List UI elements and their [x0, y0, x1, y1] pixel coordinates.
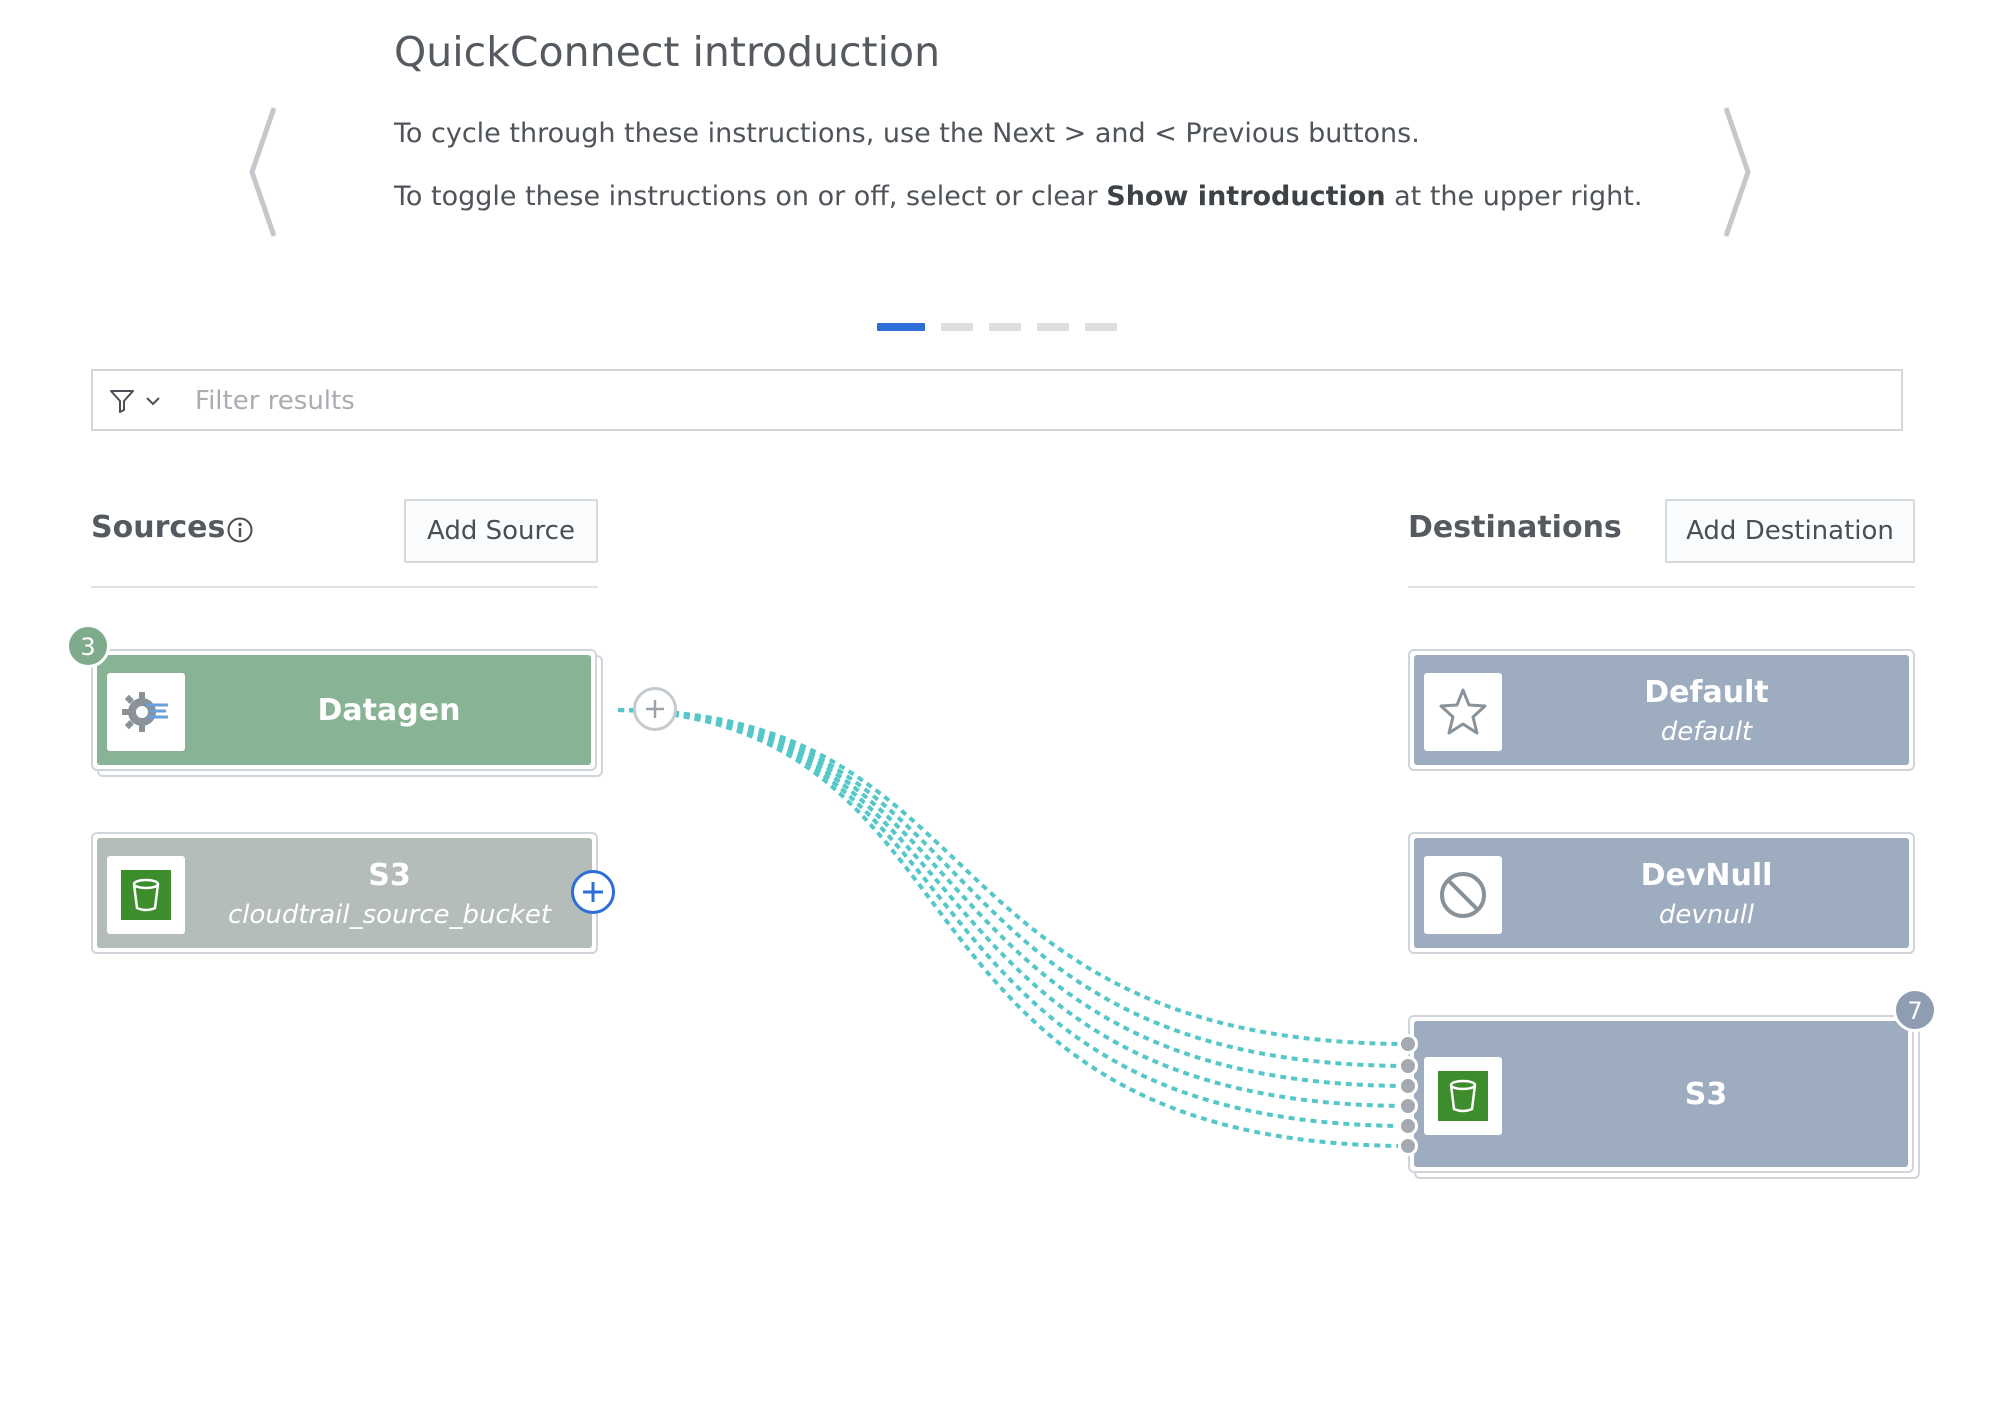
connection-line-6 [617, 708, 1411, 1148]
destination-card-devnull[interactable]: DevNull devnull [1408, 832, 1915, 954]
destination-card-default[interactable]: Default default [1408, 649, 1915, 771]
card-fill: DevNull devnull [1414, 838, 1909, 948]
default-subtitle: default [1660, 717, 1753, 747]
intro-text-2: To toggle these instructions on or off, … [394, 181, 1642, 212]
funnel-icon [110, 390, 134, 413]
intro-text-1: To cycle through these instructions, use… [394, 118, 1420, 149]
plus-icon [583, 882, 603, 902]
star-icon [1439, 688, 1487, 735]
show-introduction-text: Show introduction [1106, 181, 1386, 212]
filter-input[interactable] [193, 379, 1887, 423]
intro-step-1[interactable] [877, 323, 925, 331]
connection-endpoint[interactable] [1398, 1056, 1418, 1076]
s3-destination-connection-count-badge: 7 [1893, 988, 1937, 1032]
s3-source-tile [107, 856, 185, 934]
source-card-datagen[interactable]: Datagen [91, 649, 677, 777]
add-destination-button[interactable]: Add Destination [1665, 499, 1915, 563]
connection-line-4 [617, 708, 1411, 1108]
intro-step-3[interactable] [989, 323, 1021, 331]
s3-source-title: S3 [368, 858, 411, 893]
s3-source-add-connection-button[interactable] [571, 870, 615, 914]
default-title: Default [1644, 675, 1769, 710]
connection-endpoint[interactable] [1398, 1034, 1418, 1054]
datagen-add-connection-button[interactable] [633, 687, 677, 731]
connection-endpoint[interactable] [1398, 1116, 1418, 1136]
next-chevron-icon[interactable] [1720, 104, 1754, 240]
card-fill: S3 [1414, 1021, 1908, 1167]
source-card-s3[interactable]: S3 cloudtrail_source_bucket [91, 832, 598, 954]
intro-pagination [877, 323, 1117, 331]
s3-bucket-icon [121, 870, 171, 920]
connection-line-2 [617, 708, 1411, 1068]
intro-text-2-end: at the upper right. [1385, 181, 1643, 212]
card-fill: Default default [1414, 655, 1909, 765]
destination-card-s3-body[interactable]: S3 [1408, 1015, 1914, 1173]
connection-line-3 [617, 708, 1411, 1088]
chevron-down-icon [146, 397, 160, 406]
destination-card-s3[interactable]: S3 [1408, 1015, 1920, 1179]
filter-bar [91, 369, 1903, 431]
s3-bucket-icon [1438, 1071, 1488, 1121]
s3-source-subtitle: cloudtrail_source_bucket [227, 900, 552, 930]
destinations-heading: Destinations [1408, 510, 1622, 545]
card-fill: Datagen [97, 655, 591, 765]
s3-destination-tile [1424, 1057, 1502, 1135]
connection-line-5 [617, 708, 1411, 1128]
sources-divider [91, 586, 598, 588]
sources-heading: Sources [91, 510, 226, 545]
connection-endpoint[interactable] [1398, 1096, 1418, 1116]
previous-chevron-icon[interactable] [246, 104, 280, 240]
info-icon[interactable] [226, 516, 254, 544]
datagen-gear-icon [122, 692, 168, 732]
card-fill: S3 cloudtrail_source_bucket [97, 838, 592, 948]
devnull-subtitle: devnull [1658, 900, 1755, 930]
source-card-datagen-body[interactable]: Datagen [91, 649, 597, 771]
s3-destination-title: S3 [1684, 1077, 1728, 1112]
filter-menu-button[interactable] [109, 385, 179, 417]
connection-line-1 [617, 708, 1411, 1046]
add-source-button[interactable]: Add Source [404, 499, 598, 563]
destinations-divider [1408, 586, 1915, 588]
datagen-tile [107, 673, 185, 751]
intro-step-2[interactable] [941, 323, 973, 331]
intro-text-2-start: To toggle these instructions on or off, … [394, 181, 1107, 212]
intro-title: QuickConnect introduction [394, 28, 941, 76]
datagen-connection-count-badge: 3 [66, 624, 110, 668]
devnull-tile [1424, 856, 1502, 934]
plus-icon [646, 700, 664, 718]
connection-endpoint[interactable] [1398, 1076, 1418, 1096]
intro-step-4[interactable] [1037, 323, 1069, 331]
no-entry-icon [1440, 872, 1486, 918]
datagen-title: Datagen [317, 693, 461, 728]
intro-step-5[interactable] [1085, 323, 1117, 331]
connection-endpoint[interactable] [1398, 1136, 1418, 1156]
devnull-title: DevNull [1640, 858, 1773, 893]
default-tile [1424, 673, 1502, 751]
